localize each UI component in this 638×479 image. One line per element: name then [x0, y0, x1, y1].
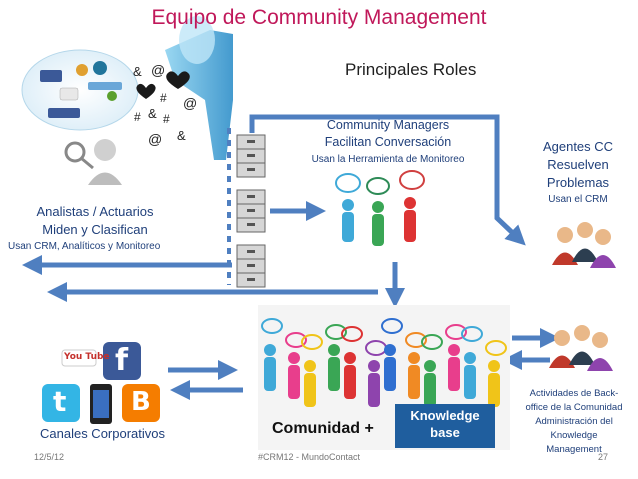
- blogger-glyph: B: [131, 387, 151, 417]
- speech-bubble: [285, 332, 307, 348]
- crowd-person-head: [304, 360, 316, 372]
- symbol-ampersand-1: &: [133, 64, 142, 79]
- filing-cabinet-icons: [236, 134, 266, 288]
- speech-bubble: [381, 318, 403, 334]
- crowd-person-head: [488, 360, 500, 372]
- backoffice-line-1: Actividades de Back-: [529, 388, 619, 399]
- footer-date: 12/5/12: [34, 452, 65, 462]
- backoffice-agents-icon: [549, 325, 613, 371]
- backoffice-line-3: Administración del: [535, 416, 613, 427]
- cm-role: Facilitan Conversación: [324, 135, 452, 149]
- slide-subtitle: Principales Roles: [345, 60, 477, 79]
- backoffice-line-2: office de la Comunidad: [525, 402, 623, 413]
- speech-bubble: [261, 318, 283, 334]
- symbol-at-2: @: [183, 95, 198, 111]
- call-center-agents-icon: [552, 222, 616, 268]
- youtube-label: You Tube: [64, 352, 110, 362]
- speech-bubble: [341, 326, 363, 342]
- analyst-figure-icon: [64, 139, 122, 185]
- crowd-person-body: [288, 365, 300, 399]
- analistas-tool: Usan CRM, Analíticos y Monitoreo: [8, 241, 161, 252]
- symbol-hash-3: #: [163, 112, 170, 126]
- community-managers-figures: [335, 170, 425, 246]
- facebook-glyph: f: [115, 343, 129, 378]
- agentes-role-2: Problemas: [546, 175, 610, 190]
- speech-bubble: [445, 324, 467, 340]
- flow-arrows: [22, 114, 560, 400]
- knowledge-base-box: [395, 404, 495, 448]
- youtube-icon: [61, 349, 97, 367]
- crowd-person-head: [264, 344, 276, 356]
- crowd-person-body: [448, 357, 460, 391]
- backoffice-line-5: Management: [546, 444, 602, 455]
- crowd-person-body: [304, 373, 316, 407]
- crowd-person-head: [408, 352, 420, 364]
- crowd-person-head: [424, 360, 436, 372]
- footer-center: #CRM12 - MundoContact: [258, 452, 361, 462]
- crowd-person-body: [264, 357, 276, 391]
- crowd-person-body: [384, 357, 396, 391]
- canales-label: Canales Corporativos: [40, 426, 166, 441]
- comunidad-label: Comunidad +: [272, 420, 374, 437]
- funnel-icon: [165, 16, 233, 160]
- social-media-cloud: [21, 49, 139, 131]
- knowledge-label-2: base: [430, 425, 460, 440]
- crowd-person-head: [384, 344, 396, 356]
- crowd-person-head: [288, 352, 300, 364]
- crowd-person-body: [488, 373, 500, 407]
- agentes-tool: Usan el CRM: [548, 194, 608, 205]
- twitter-glyph: t: [53, 385, 67, 418]
- crowd-person-head: [344, 352, 356, 364]
- crowd-person-body: [424, 373, 436, 407]
- speech-bubble: [421, 334, 443, 350]
- crowd-person-head: [368, 360, 380, 372]
- symbol-hash-2: #: [134, 110, 141, 124]
- twitter-icon: [42, 384, 80, 422]
- speech-bubble: [461, 326, 483, 342]
- crowd-person-body: [408, 365, 420, 399]
- heart-icons: [136, 71, 190, 99]
- blogger-icon: [122, 384, 160, 422]
- arrow-top-loop: [249, 114, 526, 246]
- crowd-person-body: [344, 365, 356, 399]
- speech-bubble: [485, 340, 507, 356]
- speech-bubble: [405, 332, 427, 348]
- crowd-person-body: [328, 357, 340, 391]
- symbol-ampersand-3: &: [177, 128, 186, 143]
- crowd-person-head: [464, 352, 476, 364]
- symbol-hash-1: #: [160, 91, 167, 105]
- analistas-title: Analistas / Actuarios: [36, 204, 154, 219]
- crowd-person-head: [328, 344, 340, 356]
- footer-page-number: 27: [598, 452, 609, 462]
- symbol-ampersand-2: &: [148, 106, 157, 121]
- speech-bubble: [301, 334, 323, 350]
- analistas-role: Miden y Clasifican: [42, 222, 148, 237]
- backoffice-line-4: Knowledge: [550, 430, 598, 441]
- crowd-person-body: [368, 373, 380, 407]
- crowd-person-body: [464, 365, 476, 399]
- slide-title: Equipo de Community Management: [151, 6, 487, 29]
- knowledge-label-1: Knowledge: [410, 408, 480, 423]
- symbol-at-1: @: [151, 62, 166, 78]
- symbol-at-3: @: [148, 131, 163, 147]
- speech-bubble: [325, 324, 347, 340]
- agentes-title: Agentes CC: [542, 139, 614, 154]
- crowd-person-head: [448, 344, 460, 356]
- cm-tool: Usan la Herramienta de Monitoreo: [311, 154, 465, 165]
- corporate-channels-icons: [42, 342, 160, 424]
- facebook-icon: [103, 342, 141, 380]
- cm-title: Community Managers: [326, 118, 450, 132]
- agentes-role-1: Resuelven: [547, 157, 609, 172]
